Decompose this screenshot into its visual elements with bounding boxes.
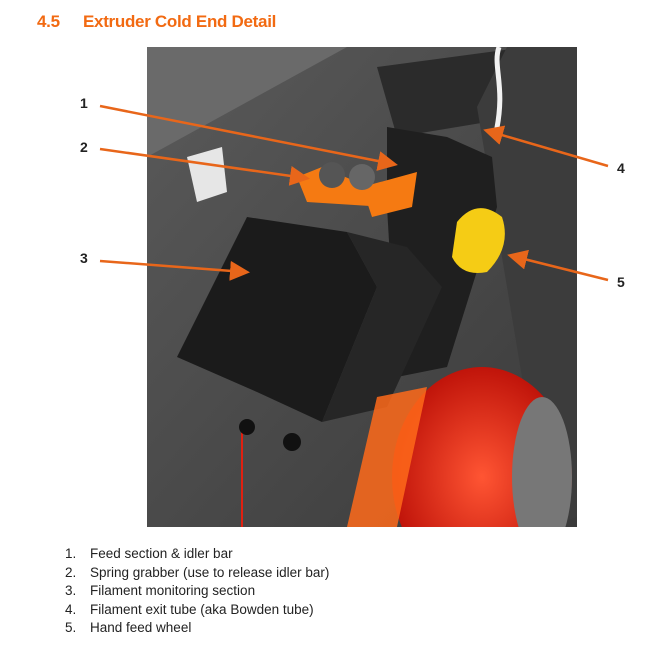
callout-5: 5 <box>617 274 625 290</box>
extruder-photo <box>147 47 577 527</box>
list-item: 2.Spring grabber (use to release idler b… <box>65 564 330 580</box>
callout-4: 4 <box>617 160 625 176</box>
section-number: 4.5 <box>37 12 60 31</box>
section-title: Extruder Cold End Detail <box>83 12 277 31</box>
callout-1: 1 <box>80 95 88 111</box>
list-item: 1.Feed section & idler bar <box>65 546 233 561</box>
section-heading: 4.5 Extruder Cold End Detail <box>37 12 276 32</box>
callout-2: 2 <box>80 139 88 155</box>
legend-list: 1.Feed section & idler bar 2.Spring grab… <box>65 545 329 638</box>
list-item: 4.Filament exit tube (aka Bowden tube) <box>65 601 314 617</box>
list-item: 5.Hand feed wheel <box>65 620 192 635</box>
list-item: 3.Filament monitoring section <box>65 583 256 598</box>
callout-3: 3 <box>80 250 88 266</box>
